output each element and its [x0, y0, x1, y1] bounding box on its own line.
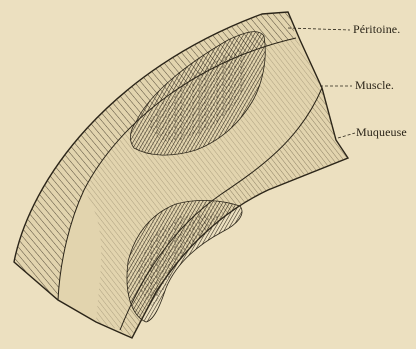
muqueuse-leader — [338, 133, 355, 138]
label-muscle: Muscle. — [355, 78, 394, 93]
label-muqueuse: Muqueuse — [356, 125, 407, 140]
label-peritoine: Péritoine. — [353, 22, 400, 37]
peritoine-leader — [288, 28, 350, 30]
